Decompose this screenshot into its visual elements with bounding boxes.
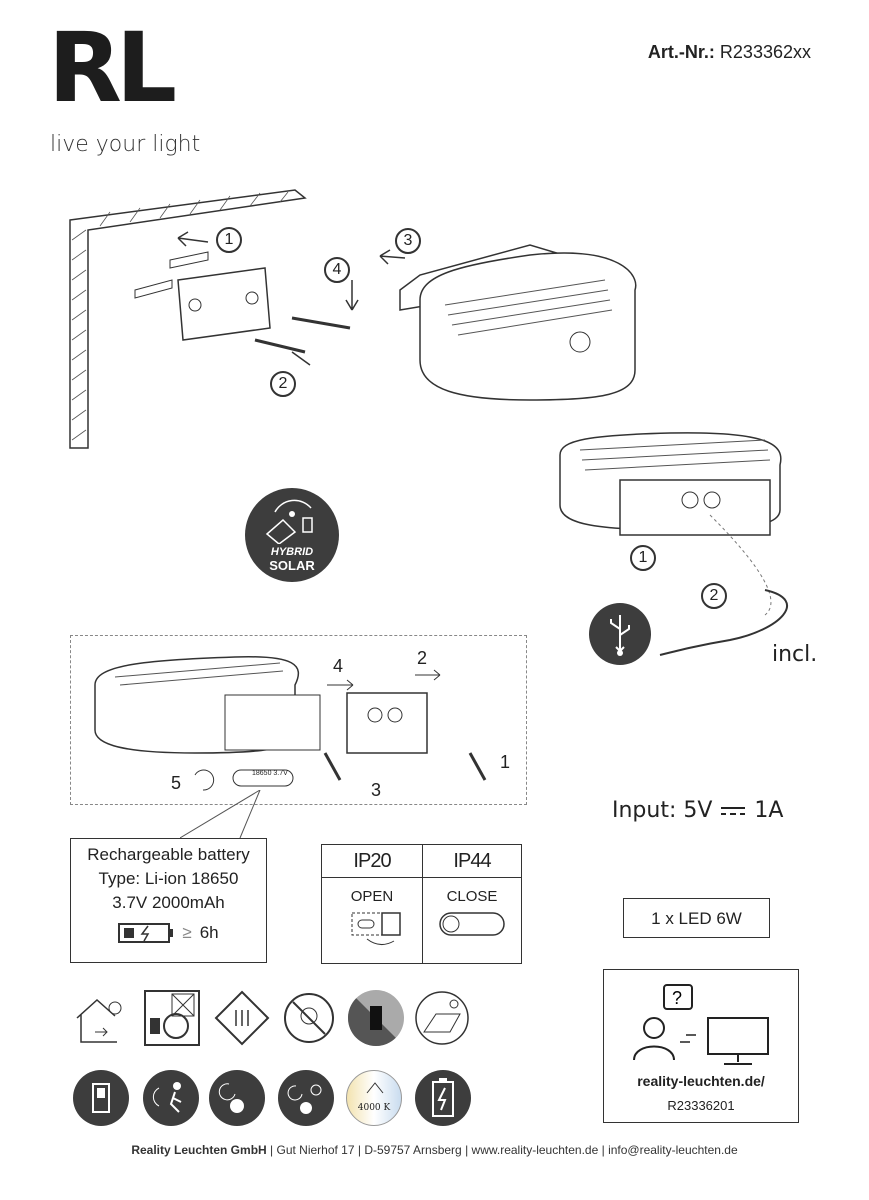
step-4-marker: 4 [324,257,350,283]
brand-tagline: live your light [50,132,201,157]
ip20-column: IP20 OPEN [322,845,423,963]
battery-type: Type: Li-ion 18650 [98,869,239,888]
svg-text:?: ? [672,988,682,1008]
led-not-replaceable-icon [281,990,337,1046]
battery-title: Rechargeable battery [87,845,250,864]
ip44-column: IP44 CLOSE [422,845,522,963]
ip20-state: OPEN [350,888,394,905]
charge-duration: 6h [199,923,219,942]
battery-spec: 3.7V 2000mAh [112,893,225,912]
step-1-marker: 1 [216,227,242,253]
ip20-heading: IP20 [322,845,422,878]
input-rating: Input: 5V 1A [612,798,783,823]
color-temp-value: 4000 K [357,1103,391,1113]
footer-address: Gut Nierhof 17 [276,1143,355,1157]
dc-symbol-icon [721,807,746,815]
usb-port-closed-icon [439,912,505,936]
battery-step-1: 1 [500,752,511,772]
step-2-marker: 2 [270,371,296,397]
usb-step-1-marker: 1 [630,545,656,571]
battery-callout-line [180,790,261,839]
battery-step-2: 2 [417,648,428,668]
hybrid-label: HYBRID [270,546,314,558]
website-url[interactable]: reality-leuchten.de/ [637,1073,765,1089]
article-value: R233362xx [719,42,811,62]
ip44-heading: IP44 [422,845,522,878]
hybrid-solar-badge: HYBRID SOLAR [245,488,339,582]
solar-battery-icon [265,499,313,544]
footer-email[interactable]: info@reality-leuchten.de [608,1143,738,1157]
dimmable-icon [348,990,404,1046]
input-voltage: Input: 5V [612,798,713,823]
ip-rating-table: IP20 OPEN IP44 CLOSE [321,844,522,964]
battery-step-5: 5 [171,773,182,793]
battery-charge-icon [118,923,174,943]
switch-icon [73,1070,129,1126]
input-current: 1A [754,798,784,823]
solar-label: SOLAR [269,558,315,573]
rechargeable-battery-icon [415,1070,471,1126]
footer-city: D-59757 Arnsberg [364,1143,462,1157]
motion-sensor-icon [143,1070,199,1126]
usb-port-open-icon [351,912,401,945]
footer-company: Reality Leuchten GmbH [131,1143,267,1157]
color-temperature-icon: 4000 K [346,1070,402,1126]
dusk-sensor-icon [209,1070,265,1126]
wall-mount-illustration [69,189,637,449]
usb-step-2-marker: 2 [701,583,727,609]
usb-charging-illustration [559,432,789,656]
battery-spec-box: Rechargeable battery Type: Li-ion 18650 … [70,838,267,963]
battery-replacement-area [70,635,527,805]
footer: Reality Leuchten GmbH | Gut Nierhof 17 |… [131,1143,738,1157]
brand-logo: RL [48,12,177,124]
battery-step-3: 3 [371,780,382,800]
protection-class-iii-icon [214,990,270,1046]
battery-step-4: 4 [333,656,344,676]
website-info-box: ? reality-leuchten.de/ R23336201 [603,969,799,1123]
footer-web[interactable]: www.reality-leuchten.de [471,1143,599,1157]
usb-included-label: incl. [772,642,818,667]
indoor-use-icon [73,990,129,1046]
help-info-icon: ? [633,984,769,1065]
led-spec-box: 1 x LED 6W [623,898,770,938]
no-cover-insulation-icon [144,990,200,1046]
article-number: Art.-Nr.: R233362xx [648,42,811,63]
article-label: Art.-Nr.: [647,42,715,62]
ip44-state: CLOSE [446,888,498,905]
battery-replacement-illustration [94,656,487,791]
usb-symbol-icon [610,615,630,656]
battery-cell-label: 18650 3.7V [252,770,288,777]
solar-panel-icon [414,990,470,1046]
day-night-icon [278,1070,334,1126]
duration-symbol-icon: ≥ [182,923,192,942]
step-3-marker: 3 [395,228,421,254]
website-code: R23336201 [667,1098,735,1113]
usb-icon [589,603,651,665]
